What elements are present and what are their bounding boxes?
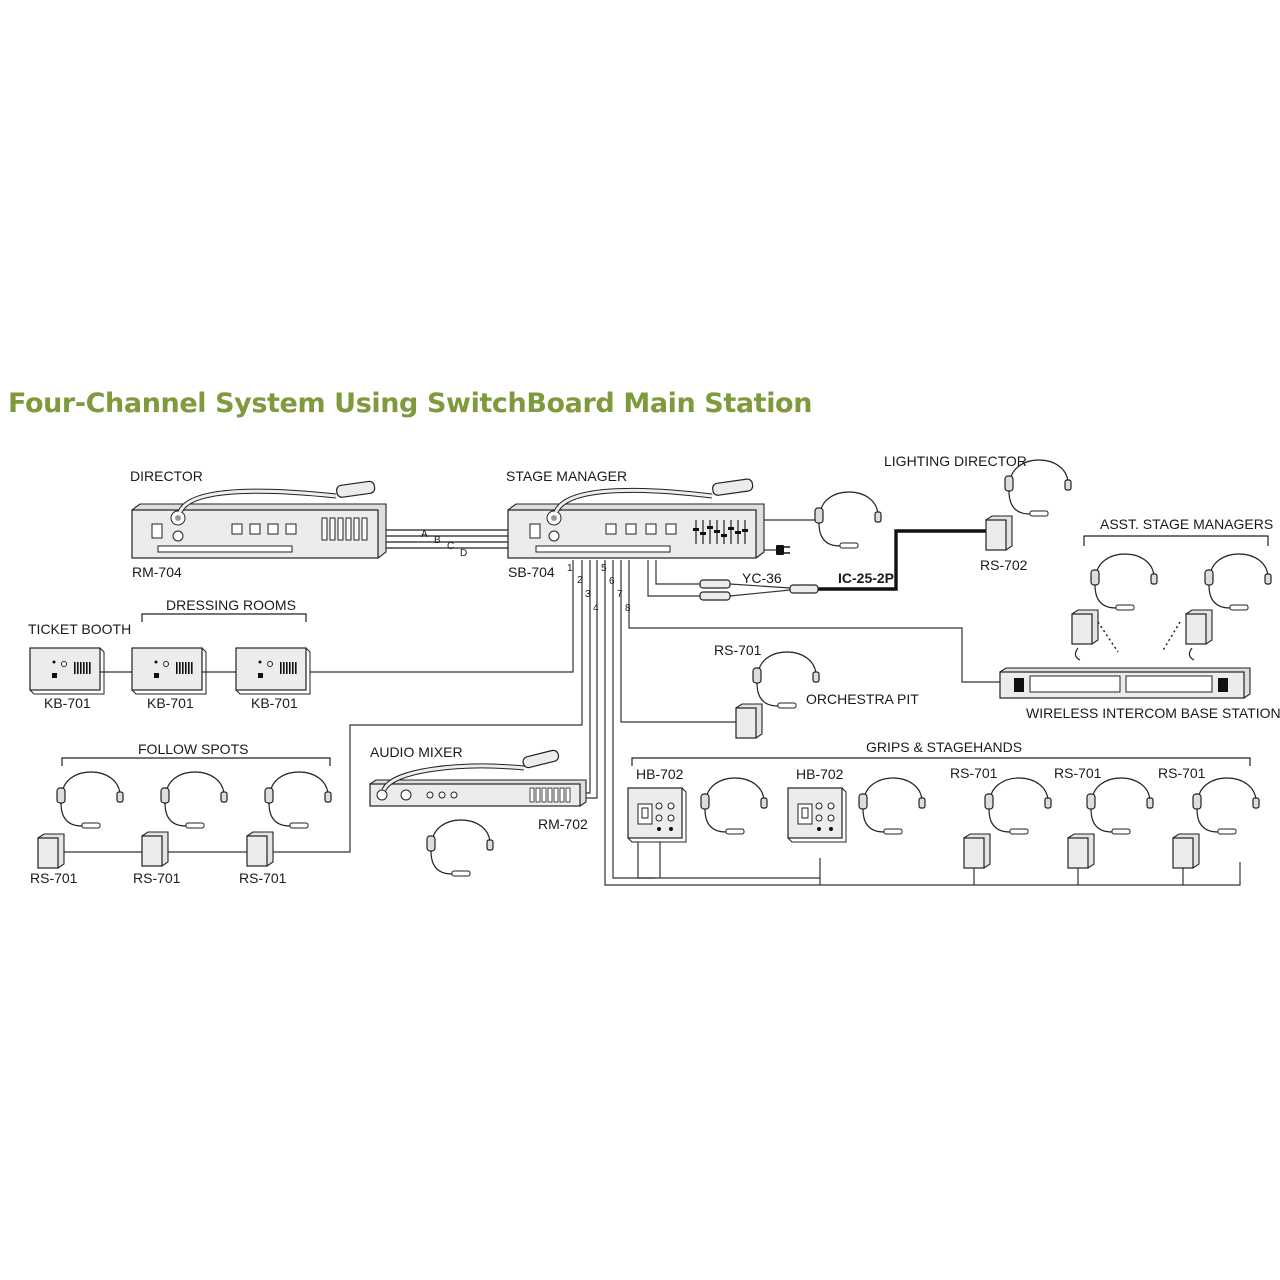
rm704-director-station [131, 480, 387, 559]
grip-headset-5-icon [1192, 777, 1260, 835]
grip-headset-2-icon [858, 777, 926, 835]
label-rs701-f1: RS-701 [30, 870, 78, 886]
label-yc36: YC-36 [742, 570, 782, 586]
rs701-follow-3-beltpack-icon [246, 831, 274, 867]
label-rm702: RM-702 [538, 816, 588, 832]
asst-sm-headset-2-icon [1204, 553, 1272, 611]
channel-number-5: 5 [601, 563, 607, 574]
grip-headset-4-icon [1086, 777, 1154, 835]
label-hb702-2: HB-702 [796, 766, 844, 782]
rs702-lighting-beltpack-icon [985, 515, 1013, 551]
stage-manager-headset-icon [814, 491, 882, 549]
asst-sm-beltpack-1-icon [1071, 609, 1099, 645]
channel-number-6: 6 [609, 576, 615, 587]
hb702-2-icon [787, 787, 847, 843]
label-audio-mixer: AUDIO MIXER [370, 744, 463, 760]
channel-number-1: 1 [567, 563, 573, 574]
label-orchestra-pit: ORCHESTRA PIT [806, 691, 919, 707]
label-director: DIRECTOR [130, 468, 203, 484]
kb701-dressing-room-2-icon [235, 647, 311, 695]
rs701-follow-2-beltpack-icon [141, 831, 169, 867]
label-grips: GRIPS & STAGEHANDS [866, 739, 1022, 755]
label-rs701-pit: RS-701 [714, 642, 762, 658]
channel-number-3: 3 [585, 589, 591, 600]
rs701-grip-2-beltpack-icon [1067, 833, 1095, 869]
label-kb701-3: KB-701 [251, 695, 298, 711]
label-dressing-rooms: DRESSING ROOMS [166, 597, 296, 613]
rs701-grip-1-beltpack-icon [963, 833, 991, 869]
follow-spots-bracket [61, 757, 331, 766]
label-sb704: SB-704 [508, 564, 555, 580]
follow-spot-headset-1-icon [56, 771, 124, 829]
rs701-grip-3-beltpack-icon [1172, 833, 1200, 869]
label-follow-spots: FOLLOW SPOTS [138, 741, 248, 757]
rs701-follow-1-beltpack-icon [37, 833, 65, 869]
label-rs701-f2: RS-701 [133, 870, 181, 886]
label-ic252p: IC-25-2P [838, 570, 894, 586]
label-rs701-g1: RS-701 [950, 765, 998, 781]
rm702-audio-mixer-station [369, 749, 587, 807]
page-title: Four-Channel System Using SwitchBoard Ma… [8, 388, 813, 419]
asst-bracket [1083, 535, 1269, 546]
channel-number-8: 8 [625, 603, 631, 614]
grips-bracket [631, 757, 1251, 766]
dressing-rooms-bracket [141, 613, 307, 622]
label-lighting-director: LIGHTING DIRECTOR [884, 453, 1027, 469]
wiring [60, 519, 1241, 886]
label-rs701-g3: RS-701 [1158, 765, 1206, 781]
yc36-cable-icon [699, 579, 819, 601]
grip-headset-3-icon [984, 777, 1052, 835]
label-hb702-1: HB-702 [636, 766, 684, 782]
label-stage-manager: STAGE MANAGER [506, 468, 627, 484]
sb704-stage-manager-station [507, 478, 790, 559]
label-ticket-booth: TICKET BOOTH [28, 621, 131, 637]
grip-headset-1-icon [700, 777, 768, 835]
hb702-1-icon [627, 787, 687, 843]
asst-sm-beltpack-2-icon [1185, 609, 1213, 645]
rs701-pit-beltpack-icon [735, 703, 763, 739]
follow-spot-headset-2-icon [160, 771, 228, 829]
labels: DIRECTOR RM-704 STAGE MANAGER SB-704 LIG… [28, 453, 1280, 886]
channel-number-7: 7 [617, 589, 623, 600]
audio-mixer-headset-icon [426, 819, 494, 877]
label-rs701-g2: RS-701 [1054, 765, 1102, 781]
label-asst-stage-managers: ASST. STAGE MANAGERS [1100, 516, 1273, 532]
wireless-intercom-base-station [999, 667, 1251, 699]
label-rm704: RM-704 [132, 564, 182, 580]
channel-letter-d: D [460, 548, 467, 559]
label-rs701-f3: RS-701 [239, 870, 287, 886]
label-kb701-1: KB-701 [44, 695, 91, 711]
follow-spot-headset-3-icon [264, 771, 332, 829]
label-rs702: RS-702 [980, 557, 1028, 573]
label-wireless-base: WIRELESS INTERCOM BASE STATION [1026, 705, 1280, 721]
channel-number-4: 4 [593, 603, 599, 614]
channel-number-2: 2 [577, 575, 583, 586]
channel-letter-c: C [447, 541, 454, 552]
asst-sm-headset-1-icon [1090, 553, 1158, 611]
channel-letter-b: B [434, 535, 441, 546]
kb701-ticket-booth-icon [29, 647, 105, 695]
kb701-dressing-room-1-icon [131, 647, 207, 695]
label-kb701-2: KB-701 [147, 695, 194, 711]
channel-letter-a: A [421, 529, 428, 540]
